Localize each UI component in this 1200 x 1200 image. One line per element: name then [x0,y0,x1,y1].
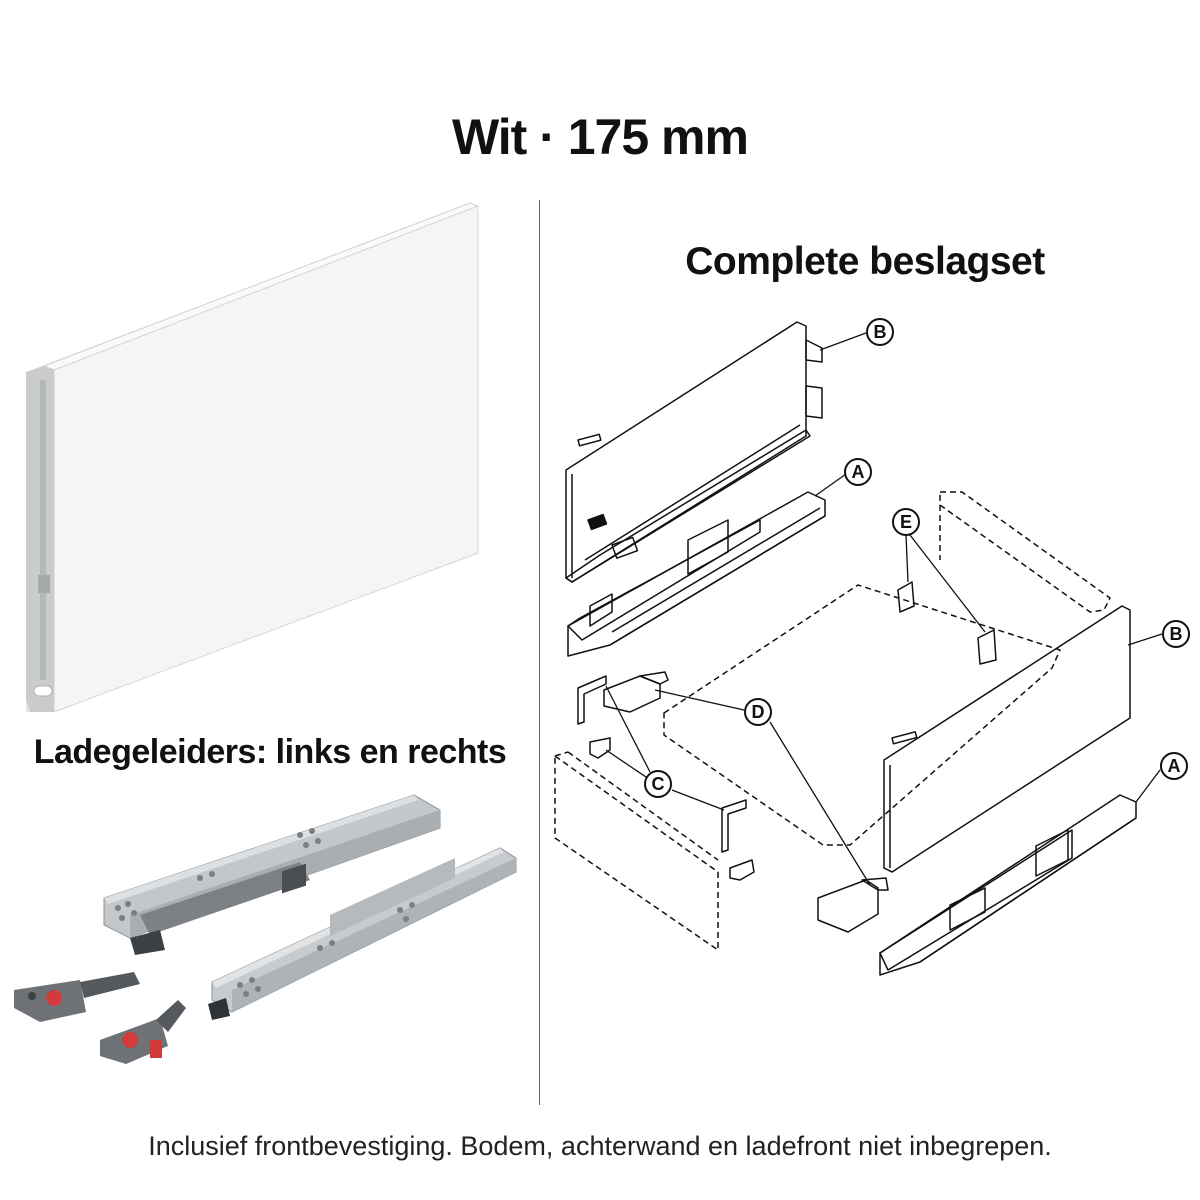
callout-a-top: A [844,458,872,486]
bracket-e [897,581,997,665]
callout-a-bottom: A [1160,752,1188,780]
front-clip-d-top [603,671,669,713]
side-panel-top [565,321,823,583]
page-title: Wit · 175 mm [452,109,749,165]
bracket-c [577,675,755,881]
runner-bottom [879,794,1137,976]
front-clip-left [14,972,140,1022]
callout-b-top: B [866,318,894,346]
footer-note: Inclusief frontbevestiging. Bodem, achte… [148,1131,1052,1161]
front-clip-d-bottom [817,877,889,933]
runner-top [567,491,826,657]
runner-right [208,847,517,1020]
back-panel-outline [939,491,1111,613]
front-clip-right [100,1000,186,1064]
callout-b-bottom: B [1162,620,1190,648]
bottom-panel-outline [663,584,1061,846]
callout-d: D [744,698,772,726]
hardware-set-title: Complete beslagset [685,240,1045,283]
side-panel-bottom [883,605,1131,873]
drawer-side-panel [26,202,480,713]
front-panel-outline [554,751,719,951]
section-divider [539,200,540,1105]
callout-c: C [644,770,672,798]
leader-lines [605,332,1163,886]
rails-title: Ladegeleiders: links en rechts [33,733,507,771]
callout-e: E [892,508,920,536]
runner-left [103,794,441,955]
